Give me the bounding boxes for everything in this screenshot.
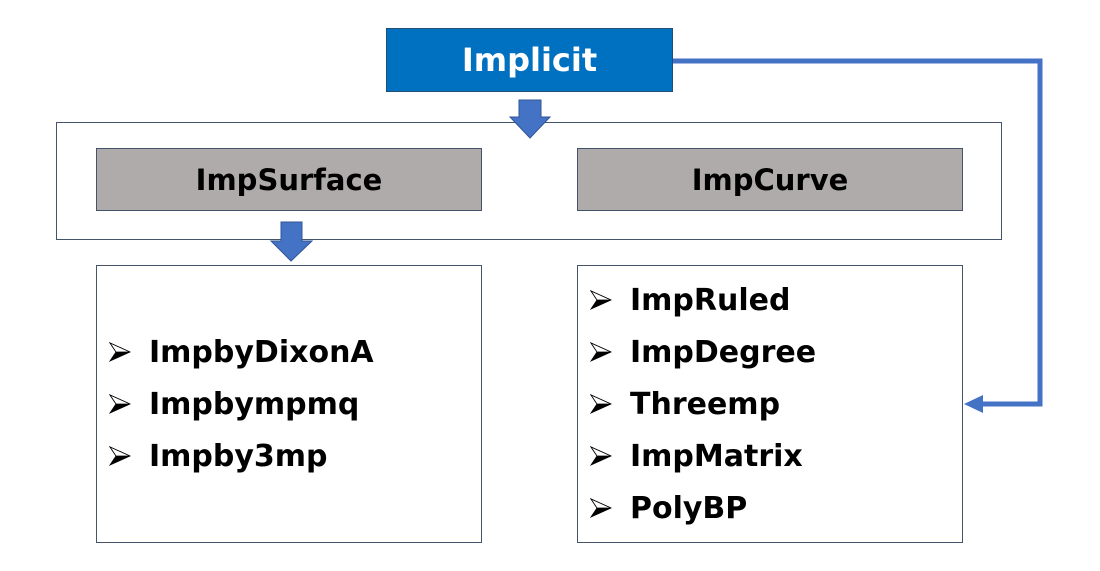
arrowhead-bullet-icon (590, 393, 630, 415)
elbow-connector-arrow-icon (673, 58, 1043, 407)
arrowhead-bullet-icon (109, 341, 149, 363)
list-item: ImpRuled (590, 274, 962, 326)
method-label: ImpbyDixonA (149, 334, 374, 370)
arrowhead-bullet-icon (590, 289, 630, 311)
category-label: ImpCurve (691, 162, 849, 197)
category-node-impcurve: ImpCurve (577, 148, 963, 211)
list-item: ImpMatrix (590, 430, 962, 482)
method-label: ImpMatrix (630, 438, 803, 474)
list-item: ImpDegree (590, 326, 962, 378)
root-node-label: Implicit (461, 41, 598, 79)
list-item: PolyBP (590, 482, 962, 534)
arrowhead-bullet-icon (590, 497, 630, 519)
arrowhead-bullet-icon (590, 341, 630, 363)
list-item: Threemp (590, 378, 962, 430)
arrowhead-bullet-icon (109, 445, 149, 467)
arrowhead-bullet-icon (590, 445, 630, 467)
method-label: Impby3mp (149, 438, 328, 474)
method-label: ImpRuled (630, 282, 791, 318)
method-label: ImpDegree (630, 334, 817, 370)
block-down-arrow-icon (508, 99, 552, 139)
list-item: Impby3mp (109, 430, 481, 482)
list-item: Impbympmq (109, 378, 481, 430)
curve-methods-list: ImpRuled ImpDegree Threemp ImpMatrix Pol… (577, 265, 963, 543)
category-node-impsurface: ImpSurface (96, 148, 482, 211)
surface-methods-list: ImpbyDixonA Impbympmq Impby3mp (96, 265, 482, 543)
method-label: Impbympmq (149, 386, 360, 422)
root-node-implicit: Implicit (386, 28, 673, 92)
category-label: ImpSurface (195, 162, 383, 197)
method-label: PolyBP (630, 490, 748, 526)
connector-arrowhead-icon (964, 395, 983, 413)
method-label: Threemp (630, 386, 781, 422)
arrowhead-bullet-icon (109, 393, 149, 415)
list-item: ImpbyDixonA (109, 326, 481, 378)
block-down-arrow-icon (269, 221, 314, 262)
